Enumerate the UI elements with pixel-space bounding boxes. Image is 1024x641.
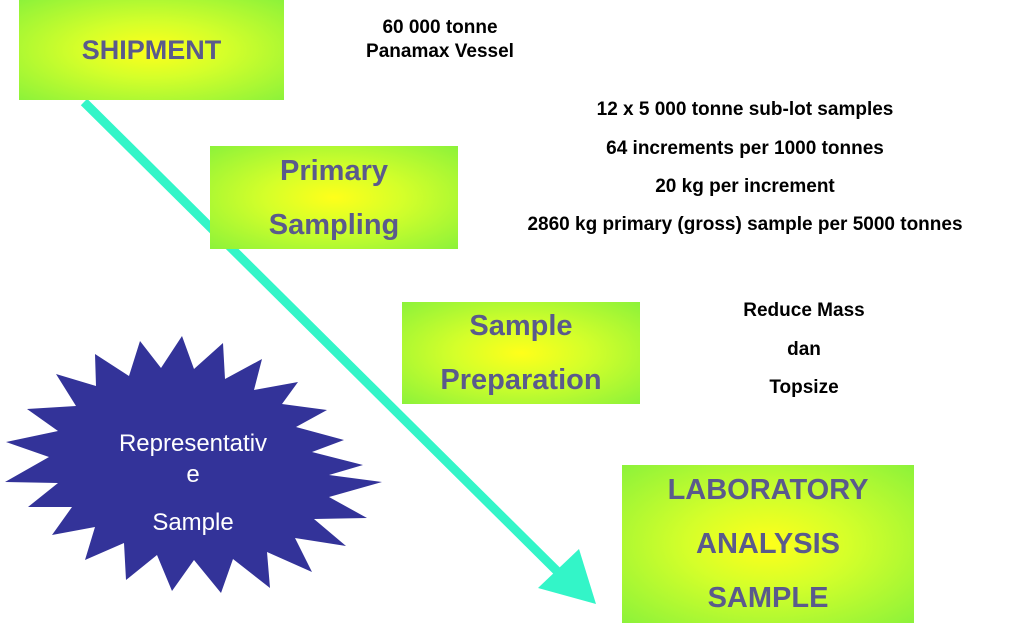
burst-line-3: Sample — [152, 509, 234, 536]
shipment-box: SHIPMENT — [19, 0, 284, 100]
shipment-info: 60 000 tonne Panamax Vessel — [330, 16, 550, 64]
burst-line-1: Representativ — [118, 430, 268, 457]
laboratory-analysis-sample-box: LABORATORY ANALYSIS SAMPLE — [622, 465, 914, 623]
primary-info-line: 64 increments per 1000 tonnes — [606, 138, 884, 159]
sample-preparation-line-2: Preparation — [440, 364, 602, 396]
shipment-info-line-1: 60 000 tonne — [382, 17, 498, 38]
primary-sampling-line-2: Sampling — [268, 208, 400, 241]
arrow-shaft — [80, 98, 568, 582]
preparation-info-line: Reduce Mass — [743, 300, 865, 321]
burst-line-2: e — [186, 461, 200, 488]
lab-sample-line-2: ANALYSIS — [696, 528, 840, 560]
representative-sample-burst — [5, 336, 382, 593]
preparation-info-line: Topsize — [769, 377, 839, 398]
arrow-head — [538, 549, 596, 604]
primary-sampling-line-1: Primary — [279, 154, 388, 187]
sample-preparation-box: Sample Preparation — [402, 302, 640, 404]
lab-sample-line-3: SAMPLE — [707, 582, 829, 614]
primary-info-line: 20 kg per increment — [655, 176, 835, 197]
representative-sample-label: Representativ e Sample — [103, 428, 283, 538]
primary-sampling-box: Primary Sampling — [210, 146, 458, 249]
shipment-info-line-2: Panamax Vessel — [366, 41, 514, 62]
sample-preparation-line-1: Sample — [469, 310, 573, 342]
shipment-label: SHIPMENT — [81, 34, 222, 65]
lab-sample-line-1: LABORATORY — [667, 474, 869, 506]
primary-info-line: 2860 kg primary (gross) sample per 5000 … — [527, 214, 963, 235]
primary-info-line: 12 x 5 000 tonne sub-lot samples — [596, 99, 894, 120]
preparation-info-line: dan — [787, 339, 821, 360]
